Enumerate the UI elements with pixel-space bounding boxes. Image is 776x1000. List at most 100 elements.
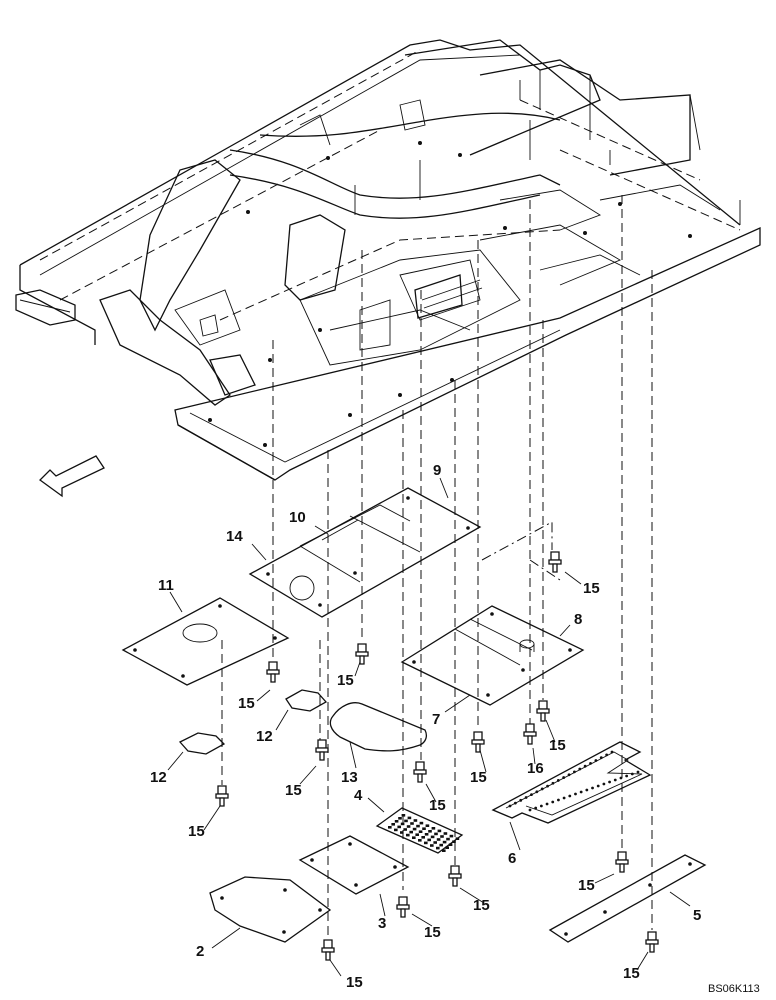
rivet bbox=[585, 788, 589, 792]
grille-hole bbox=[424, 833, 429, 836]
rivet bbox=[508, 804, 512, 808]
bolt-icon bbox=[396, 896, 410, 918]
rivet bbox=[613, 778, 617, 782]
grille-hole bbox=[422, 827, 426, 830]
rivet bbox=[625, 774, 629, 778]
rivet bbox=[599, 756, 603, 760]
rivet bbox=[530, 793, 533, 797]
rivet bbox=[528, 808, 532, 812]
rivet bbox=[557, 798, 560, 802]
rivet bbox=[602, 782, 606, 786]
drawing-code: BS06K113 bbox=[708, 983, 760, 995]
grille-hole bbox=[412, 836, 416, 839]
grille-hole bbox=[394, 820, 399, 823]
rivet bbox=[524, 796, 528, 799]
grille-hole bbox=[407, 816, 412, 820]
callout-15-b: 15 bbox=[238, 695, 255, 712]
rivet bbox=[519, 798, 523, 802]
grille-hole bbox=[442, 849, 446, 852]
grille-hole bbox=[409, 830, 413, 834]
rivet bbox=[546, 784, 549, 788]
grille-hole bbox=[433, 841, 437, 844]
grille-hole bbox=[398, 817, 402, 820]
rivet bbox=[596, 784, 600, 788]
grille-hole bbox=[401, 814, 406, 817]
callout-10: 10 bbox=[289, 509, 306, 526]
grille-hole bbox=[443, 832, 448, 835]
grille-hole bbox=[424, 841, 428, 845]
rivet bbox=[589, 761, 592, 765]
bolt-icon bbox=[321, 939, 335, 961]
rivet bbox=[610, 750, 614, 754]
bolt-icon bbox=[523, 723, 537, 745]
grille-hole bbox=[442, 840, 447, 844]
callout-12-lower: 12 bbox=[150, 769, 167, 786]
callout-numbers: 9 10 14 11 8 7 12 12 13 4 6 5 3 2 16 15 … bbox=[150, 462, 701, 991]
grille-4 bbox=[375, 807, 464, 854]
grille-hole bbox=[415, 833, 419, 836]
rivet bbox=[562, 796, 566, 800]
cover-plate-9-10-14 bbox=[248, 487, 482, 618]
rivet bbox=[539, 804, 543, 808]
grille-hole bbox=[413, 819, 418, 822]
rivet bbox=[556, 779, 560, 782]
grille-hole bbox=[403, 828, 407, 831]
gasket-12-lower bbox=[178, 732, 226, 755]
grille-hole bbox=[418, 839, 422, 842]
rivet bbox=[534, 806, 538, 810]
grille-hole bbox=[406, 825, 411, 828]
grille-hole bbox=[436, 838, 441, 841]
bolt-icon bbox=[413, 761, 427, 783]
grille-hole bbox=[416, 824, 420, 828]
cover-plate-6 bbox=[491, 741, 652, 824]
rivet bbox=[568, 794, 572, 798]
rivet bbox=[579, 790, 583, 794]
grille-hole bbox=[388, 826, 392, 829]
rivet bbox=[608, 780, 611, 784]
rivet bbox=[583, 764, 587, 768]
cover-plate-2 bbox=[209, 876, 332, 943]
callout-15-g: 15 bbox=[429, 797, 446, 814]
callout-11: 11 bbox=[158, 577, 174, 594]
callout-15-d: 15 bbox=[549, 737, 566, 754]
grille-hole bbox=[452, 840, 456, 843]
callout-12-upper: 12 bbox=[256, 728, 273, 745]
bolt-icon bbox=[215, 785, 229, 807]
callout-14: 14 bbox=[226, 528, 243, 545]
grille-hole bbox=[436, 846, 440, 850]
callout-5: 5 bbox=[693, 907, 701, 924]
callout-4: 4 bbox=[354, 787, 363, 804]
cover-plate-11 bbox=[121, 597, 290, 686]
rivet bbox=[605, 753, 609, 757]
grille-hole bbox=[448, 843, 453, 846]
grille-hole bbox=[449, 834, 454, 838]
rivet bbox=[562, 776, 566, 779]
assembly-lines bbox=[221, 195, 653, 940]
bolt-icon bbox=[536, 700, 550, 722]
grille-hole bbox=[431, 827, 436, 830]
rivet bbox=[630, 772, 634, 776]
rivet bbox=[573, 770, 576, 774]
rivet bbox=[567, 773, 571, 777]
callout-9: 9 bbox=[433, 462, 441, 479]
grille-hole bbox=[421, 836, 425, 839]
gasket-12-upper bbox=[285, 689, 328, 712]
front-direction-arrow bbox=[39, 455, 105, 498]
callout-3: 3 bbox=[378, 915, 386, 932]
grille-hole bbox=[430, 835, 435, 839]
grille-hole bbox=[406, 833, 410, 837]
cover-plate-7-8 bbox=[400, 605, 585, 706]
grille-hole bbox=[446, 837, 450, 841]
grille-hole bbox=[410, 822, 414, 825]
callout-7: 7 bbox=[432, 711, 440, 728]
callout-15-a: 15 bbox=[583, 580, 600, 597]
rivet bbox=[540, 787, 544, 791]
rivet bbox=[513, 801, 517, 805]
rivet bbox=[551, 781, 555, 785]
rivet bbox=[636, 770, 640, 774]
callout-15-e: 15 bbox=[470, 769, 487, 786]
grille-hole bbox=[419, 821, 424, 825]
upper-frame bbox=[15, 39, 761, 481]
